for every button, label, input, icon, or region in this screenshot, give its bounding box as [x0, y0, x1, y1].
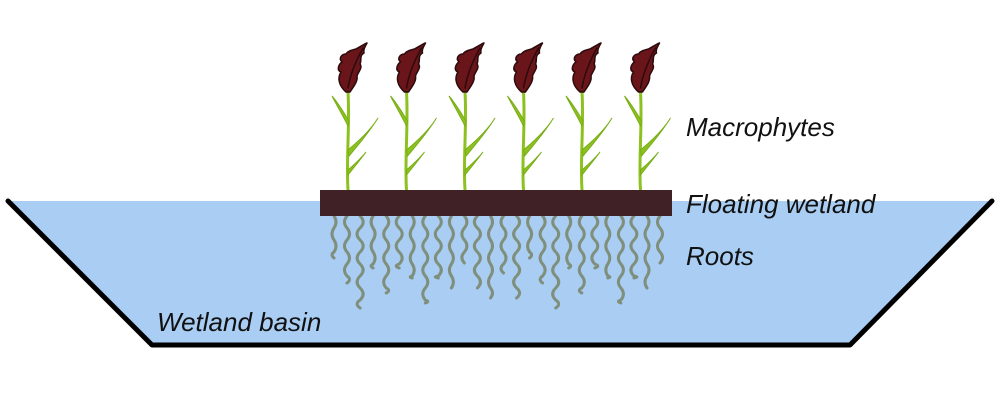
macrophyte-stem [638, 90, 643, 192]
macrophyte-stem [521, 90, 526, 192]
macrophyte-stem [404, 90, 409, 192]
basin-water [10, 201, 992, 345]
root-strand [577, 214, 586, 295]
root-strand [590, 214, 600, 270]
root-strand [447, 214, 455, 290]
roots-label: Roots [686, 241, 754, 271]
macrophyte-plant [565, 42, 613, 192]
macrophyte-seed-head [513, 42, 544, 93]
root-strand [472, 214, 482, 290]
macrophyte-leaf [448, 95, 467, 128]
macrophyte-leaf [581, 117, 613, 158]
macrophytes-group [331, 42, 671, 192]
seed-head-detail [522, 47, 540, 89]
root-strand [382, 214, 391, 295]
macrophyte-leaf [390, 95, 409, 128]
root-strand [565, 214, 573, 270]
macrophyte-leaf [522, 117, 554, 158]
macrophyte-leaf [507, 95, 526, 128]
macrophyte-plant [624, 42, 671, 192]
macrophyte-stem [345, 90, 351, 192]
root-strand [394, 214, 404, 270]
macrophyte-leaf [405, 117, 437, 158]
macrophyte-leaf [347, 151, 367, 177]
seed-head-detail [405, 47, 423, 89]
seed-head-detail [347, 47, 364, 89]
root-strand [487, 214, 494, 300]
wetland-basin [5, 198, 995, 348]
macrophyte-stem [462, 90, 468, 192]
seed-head-detail [464, 47, 481, 89]
macrophyte-plant [448, 42, 496, 192]
macrophyte-leaf [464, 117, 496, 158]
macrophyte-stem [579, 90, 585, 192]
macrophyte-plant [507, 42, 554, 192]
macrophyte-seed-head [337, 42, 368, 93]
root-strand [551, 214, 561, 310]
root-strand [408, 214, 416, 280]
macrophyte-seed-head [630, 42, 661, 93]
basin-outline [5, 198, 995, 348]
macrophyte-leaf [464, 151, 484, 177]
macrophytes-label: Macrophytes [686, 112, 835, 142]
macrophyte-leaf [581, 151, 601, 177]
root-strand [330, 214, 338, 260]
root-strand [526, 214, 534, 260]
macrophyte-seed-head [454, 42, 485, 93]
root-strand [369, 214, 377, 270]
root-strand [629, 214, 639, 280]
macrophyte-seed-head [571, 42, 602, 93]
macrophyte-leaf [331, 95, 350, 128]
root-strand [512, 214, 522, 300]
seed-head-detail [639, 47, 657, 89]
root-strand [343, 214, 351, 285]
root-strand [355, 214, 365, 310]
root-strand [433, 214, 443, 280]
macrophyte-seed-head [396, 42, 427, 93]
seed-head-detail [581, 47, 598, 89]
macrophyte-leaf [640, 151, 659, 177]
floating-wetland-mat [320, 190, 672, 216]
macrophyte-leaf [347, 117, 379, 158]
macrophyte-leaf [406, 151, 425, 177]
macrophyte-leaf [523, 151, 542, 177]
wetland-basin-label: Wetland basin [157, 307, 321, 337]
root-strand [604, 214, 612, 280]
macrophyte-leaf [639, 117, 671, 158]
root-strand [656, 214, 664, 265]
root-strand [616, 214, 625, 305]
root-strand [421, 214, 430, 305]
macrophyte-leaf [565, 95, 584, 128]
macrophyte-leaf [624, 95, 643, 128]
root-strand [538, 214, 547, 285]
floating-wetland-label: Floating wetland [686, 189, 877, 219]
macrophyte-plant [390, 42, 437, 192]
root-strand [499, 214, 508, 275]
roots-group [330, 214, 664, 310]
macrophyte-plant [331, 42, 379, 192]
root-strand [643, 214, 651, 290]
root-strand [460, 214, 469, 265]
